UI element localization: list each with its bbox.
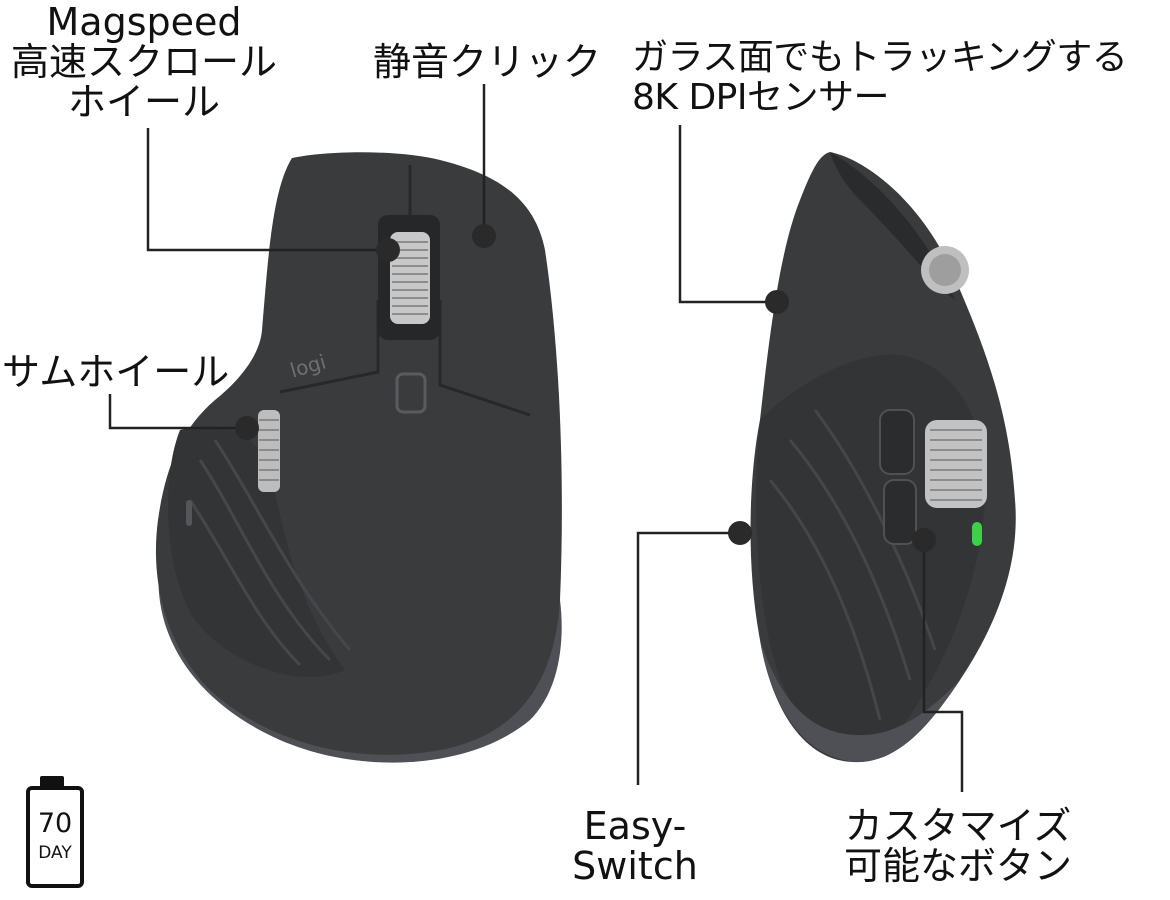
label-thumb-wheel: サムホイール	[2, 350, 230, 394]
forward-button	[883, 479, 917, 545]
dot-easy-switch	[728, 521, 752, 545]
label-scroll-wheel: Magspeed 高速スクロール ホイール	[4, 2, 284, 122]
label-custom-buttons-line1: カスタマイズ	[844, 804, 1072, 848]
mouse-top-view	[155, 152, 562, 763]
battery-days-value: 70	[37, 808, 73, 839]
dot-custom-buttons	[912, 528, 936, 552]
battery-icon	[26, 786, 84, 888]
leader-custom-buttons	[922, 540, 964, 792]
mouse-side-view	[750, 152, 1016, 763]
mode-shift-button	[395, 372, 427, 414]
label-custom-buttons-line2: 可能なボタン	[843, 844, 1072, 888]
battery-badge: 70 DAY	[26, 776, 84, 888]
leader-sensor	[678, 125, 775, 304]
battery-led	[972, 522, 982, 546]
leader-easy-switch	[636, 531, 740, 785]
dot-quiet-click	[472, 224, 496, 248]
label-easy-switch-line1: Easy-	[583, 804, 687, 848]
label-scroll-wheel-line1: Magspeed	[46, 0, 242, 44]
label-sensor-line1: ガラス面でもトラッキングする	[632, 37, 1128, 78]
label-custom-buttons: カスタマイズ 可能なボタン	[838, 806, 1078, 886]
dot-scroll-wheel	[376, 238, 400, 262]
callout-lines	[108, 84, 964, 792]
label-sensor: ガラス面でもトラッキングする 8K DPIセンサー	[632, 37, 1128, 118]
label-scroll-wheel-line2: 高速スクロール	[10, 40, 277, 84]
label-easy-switch-line2: Switch	[572, 844, 698, 888]
leader-scroll-wheel	[146, 128, 385, 252]
scroll-wheel	[390, 232, 430, 324]
label-scroll-wheel-line3: ホイール	[67, 80, 220, 124]
battery-days-unit: DAY	[38, 843, 72, 863]
thumb-wheel-side	[925, 420, 987, 508]
callout-dots	[235, 224, 936, 552]
label-sensor-line2: 8K DPIセンサー	[632, 77, 890, 118]
label-easy-switch: Easy- Switch	[560, 806, 710, 886]
dot-sensor	[765, 290, 789, 314]
dot-thumb-wheel	[235, 416, 259, 440]
back-button	[879, 409, 915, 475]
label-quiet-click: 静音クリック	[373, 40, 602, 84]
battery-icon-cap	[40, 776, 64, 786]
mouse-top-thumb-rest	[168, 426, 345, 677]
leader-thumb-wheel	[108, 394, 245, 430]
